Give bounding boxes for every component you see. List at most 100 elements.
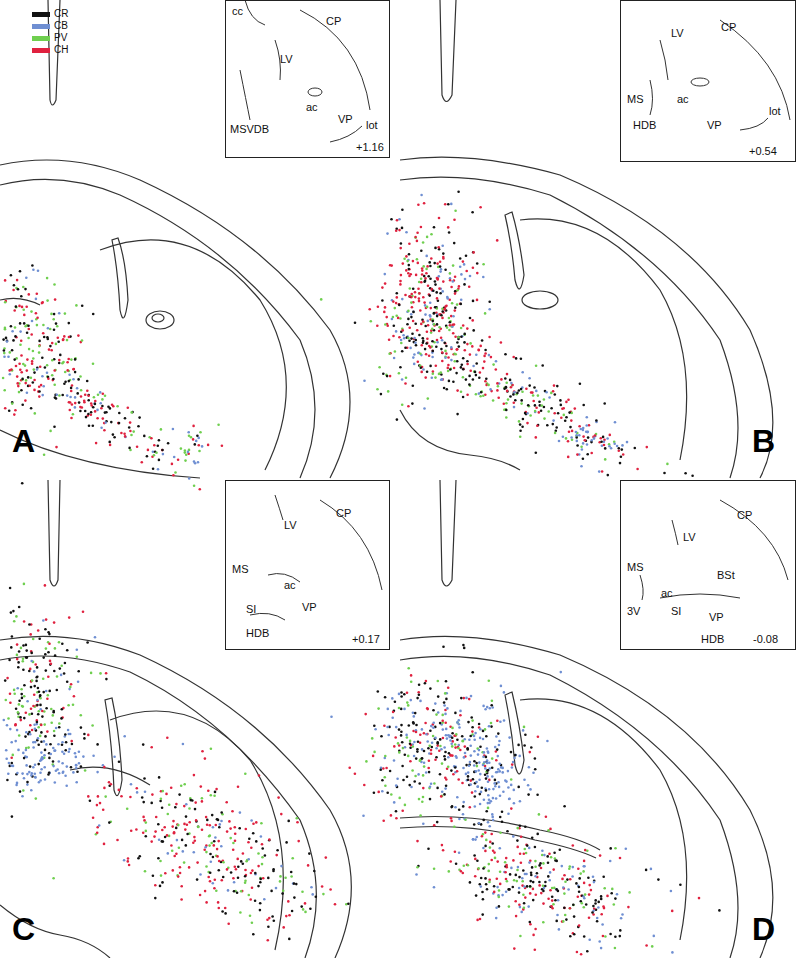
neuron-dot xyxy=(247,841,250,844)
neuron-dot xyxy=(19,716,22,719)
neuron-dot xyxy=(504,377,507,380)
neuron-dot xyxy=(442,252,445,255)
neuron-dot xyxy=(16,658,19,661)
neuron-dot xyxy=(6,340,9,343)
neuron-dot xyxy=(363,380,366,383)
neuron-dot xyxy=(30,333,33,336)
neuron-dot xyxy=(242,863,245,866)
neuron-dot xyxy=(308,852,311,855)
neuron-dot xyxy=(224,907,227,910)
neuron-dot xyxy=(429,730,432,733)
neuron-dot xyxy=(513,390,516,393)
neuron-dot xyxy=(239,911,242,914)
neuron-dot xyxy=(197,826,200,829)
neuron-dot xyxy=(30,652,33,655)
neuron-dot xyxy=(45,618,48,621)
neuron-dot xyxy=(471,791,474,794)
neuron-dot xyxy=(205,865,208,868)
neuron-dot xyxy=(505,402,508,405)
neuron-dot xyxy=(189,799,192,802)
neuron-dot xyxy=(61,643,64,646)
neuron-dot xyxy=(68,322,71,325)
neuron-dot xyxy=(429,278,432,281)
neuron-dot xyxy=(78,750,81,753)
neuron-dot xyxy=(334,903,337,906)
neuron-dot xyxy=(497,732,500,735)
neuron-dot xyxy=(80,395,83,398)
neuron-dot xyxy=(2,377,5,380)
neuron-dot xyxy=(26,332,29,335)
neuron-dot xyxy=(152,874,155,877)
neuron-dot xyxy=(374,728,377,731)
neuron-dot xyxy=(143,777,146,780)
neuron-dot xyxy=(441,351,444,354)
neuron-dot xyxy=(519,436,522,439)
neuron-dot xyxy=(72,378,75,381)
neuron-dot xyxy=(420,226,423,229)
neuron-dot xyxy=(15,305,18,308)
neuron-dot xyxy=(103,429,106,432)
neuron-dot xyxy=(142,816,145,819)
neuron-dot xyxy=(582,404,585,407)
neuron-dot xyxy=(412,260,415,263)
neuron-dot xyxy=(388,352,391,355)
neuron-dot xyxy=(410,301,413,304)
neuron-dot xyxy=(428,771,431,774)
neuron-dot xyxy=(130,434,133,437)
neuron-dot xyxy=(100,407,103,410)
neuron-dot xyxy=(471,726,474,729)
neuron-dot xyxy=(427,397,430,400)
neuron-dot xyxy=(604,458,607,461)
neuron-dot xyxy=(108,781,111,784)
neuron-dot xyxy=(103,787,106,790)
neuron-dot xyxy=(53,313,56,316)
neuron-dot xyxy=(419,700,422,703)
neuron-dot xyxy=(244,882,247,885)
neuron-dot xyxy=(454,292,457,295)
neuron-dot xyxy=(444,305,447,308)
neuron-dot xyxy=(234,832,237,835)
neuron-dot xyxy=(25,644,28,647)
neuron-dot xyxy=(446,737,449,740)
neuron-dot xyxy=(17,385,20,388)
neuron-dot xyxy=(425,353,428,356)
neuron-dot xyxy=(5,749,8,752)
neuron-dot xyxy=(563,414,566,417)
neuron-dot xyxy=(52,714,55,717)
neuron-dot xyxy=(466,393,469,396)
neuron-dot xyxy=(484,380,487,383)
neuron-dot xyxy=(26,781,29,784)
neuron-dot xyxy=(15,365,18,368)
neuron-dot xyxy=(377,306,380,309)
neuron-dot xyxy=(301,890,304,893)
neuron-dot xyxy=(259,881,262,884)
neuron-dot xyxy=(395,230,398,233)
neuron-dot xyxy=(124,436,127,439)
neuron-dot xyxy=(31,264,34,267)
neuron-dot xyxy=(94,400,97,403)
neuron-dot xyxy=(78,762,81,765)
neuron-dot xyxy=(9,701,12,704)
neuron-dot xyxy=(536,424,539,427)
neuron-dot xyxy=(84,769,87,772)
neuron-dot xyxy=(150,840,153,843)
neuron-dot xyxy=(373,724,376,727)
neuron-dot xyxy=(441,762,444,765)
neuron-dot xyxy=(181,839,184,842)
neuron-dot xyxy=(401,403,404,406)
neuron-dot xyxy=(22,658,25,661)
neuron-dot xyxy=(39,365,42,368)
neuron-dot xyxy=(422,340,425,343)
neuron-dot xyxy=(47,327,50,330)
neuron-dot xyxy=(409,295,412,298)
neuron-dot xyxy=(420,371,423,374)
neuron-dot xyxy=(145,835,148,838)
neuron-dot xyxy=(36,676,39,679)
neuron-dot xyxy=(142,743,145,746)
neuron-dot xyxy=(41,394,44,397)
neuron-dot xyxy=(406,323,409,326)
neuron-dot xyxy=(440,268,443,271)
neuron-dot xyxy=(144,790,147,793)
neuron-dot xyxy=(429,265,432,268)
neuron-dot xyxy=(384,785,387,788)
